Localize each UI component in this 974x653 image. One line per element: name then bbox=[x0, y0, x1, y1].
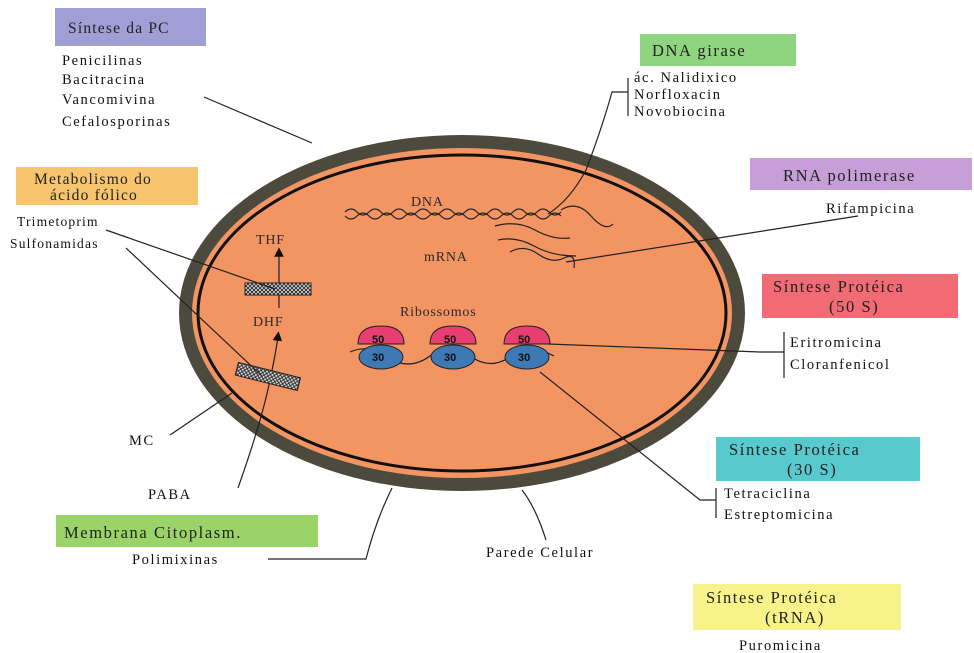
drug-estreptomicina: Estreptomicina bbox=[724, 507, 834, 523]
thf-label: THF bbox=[256, 233, 285, 248]
drug-eritromicina: Eritromicina bbox=[790, 335, 882, 351]
ribosome-50-label: 50 bbox=[444, 334, 456, 346]
drugs-dna-girase: ác. Nalidixico Norfloxacin Novobiocina bbox=[634, 70, 738, 120]
dhf-label: DHF bbox=[253, 315, 283, 330]
box-sintese-30s-title-1: Síntese Protéica bbox=[729, 440, 860, 459]
box-sintese-30s: Síntese Protéica (30 S) bbox=[716, 437, 920, 481]
box-sintese-30s-title-2: (30 S) bbox=[787, 460, 837, 479]
box-dna-girase: DNA girase bbox=[640, 34, 796, 66]
box-metabolismo: Metabolismo do ácido fólico bbox=[16, 167, 198, 205]
drugs-sintese-50s: Eritromicina Cloranfenicol bbox=[790, 335, 891, 373]
drugs-sintese-trna: Puromicina bbox=[739, 638, 822, 653]
box-rna-polimerase: RNA polimerase bbox=[750, 158, 972, 190]
mrna-label: mRNA bbox=[424, 250, 468, 265]
box-metabolismo-title-2: ácido fólico bbox=[50, 187, 138, 204]
drug-bacitracina: Bacitracina bbox=[62, 72, 146, 88]
drug-norfloxacin: Norfloxacin bbox=[634, 87, 722, 103]
dhfr-block-trimethoprim bbox=[245, 283, 311, 295]
drug-penicilinas: Penicilinas bbox=[62, 53, 143, 69]
ribosomes-label: Ribossomos bbox=[400, 305, 476, 320]
box-sintese-50s-title-2: (50 S) bbox=[829, 297, 879, 316]
drug-vancomicina: Vancomivina bbox=[62, 92, 156, 108]
box-dna-girase-title: DNA girase bbox=[652, 41, 746, 60]
box-metabolismo-title-1: Metabolismo do bbox=[34, 171, 152, 188]
drug-rifampicina: Rifampicina bbox=[826, 201, 915, 217]
drug-polimixinas: Polimixinas bbox=[132, 552, 219, 568]
drugs-membrana: Polimixinas bbox=[132, 552, 219, 568]
drug-puromicina: Puromicina bbox=[739, 638, 822, 653]
ribosome-50-label: 50 bbox=[372, 334, 384, 346]
drug-cefalosporinas: Cefalosporinas bbox=[62, 114, 171, 130]
parede-celular-label: Parede Celular bbox=[486, 545, 594, 561]
box-membrana-title: Membrana Citoplasm. bbox=[64, 523, 242, 542]
mc-label: MC bbox=[129, 433, 155, 449]
drug-tetraciclina: Tetraciclina bbox=[724, 486, 811, 502]
ribosome-30-label: 30 bbox=[372, 352, 384, 364]
ribosome-30-label: 30 bbox=[518, 352, 530, 364]
drugs-rna-polimerase: Rifampicina bbox=[826, 201, 915, 217]
box-sintese-pc-title: Síntese da PC bbox=[68, 20, 170, 37]
ribosome-30-label: 30 bbox=[444, 352, 456, 364]
drugs-metabolismo: Trimetoprim Sulfonamidas bbox=[10, 214, 99, 251]
box-sintese-pc: Síntese da PC bbox=[55, 8, 206, 46]
box-membrana: Membrana Citoplasm. bbox=[56, 515, 318, 547]
box-rna-polimerase-title: RNA polimerase bbox=[783, 166, 916, 185]
box-sintese-50s-title-1: Síntese Protéica bbox=[773, 277, 904, 296]
box-sintese-trna-title-1: Síntese Protéica bbox=[706, 588, 837, 607]
drugs-sintese-30s: Tetraciclina Estreptomicina bbox=[724, 486, 834, 523]
dna-label: DNA bbox=[411, 195, 444, 210]
drug-cloranfenicol: Cloranfenicol bbox=[790, 357, 891, 373]
drug-ac-nalidixico: ác. Nalidixico bbox=[634, 70, 738, 86]
drug-novobiocina: Novobiocina bbox=[634, 104, 727, 120]
drugs-sintese-pc: Penicilinas Bacitracina Vancomivina Cefa… bbox=[62, 53, 171, 130]
box-sintese-trna: Síntese Protéica (tRNA) bbox=[693, 584, 901, 630]
drug-trimetoprim: Trimetoprim bbox=[17, 214, 99, 229]
ribosome-50-label: 50 bbox=[518, 334, 530, 346]
drug-sulfonamidas: Sulfonamidas bbox=[10, 236, 99, 251]
box-sintese-50s: Síntese Protéica (50 S) bbox=[762, 274, 958, 318]
paba-label: PABA bbox=[148, 487, 192, 503]
box-sintese-trna-title-2: (tRNA) bbox=[765, 608, 825, 627]
